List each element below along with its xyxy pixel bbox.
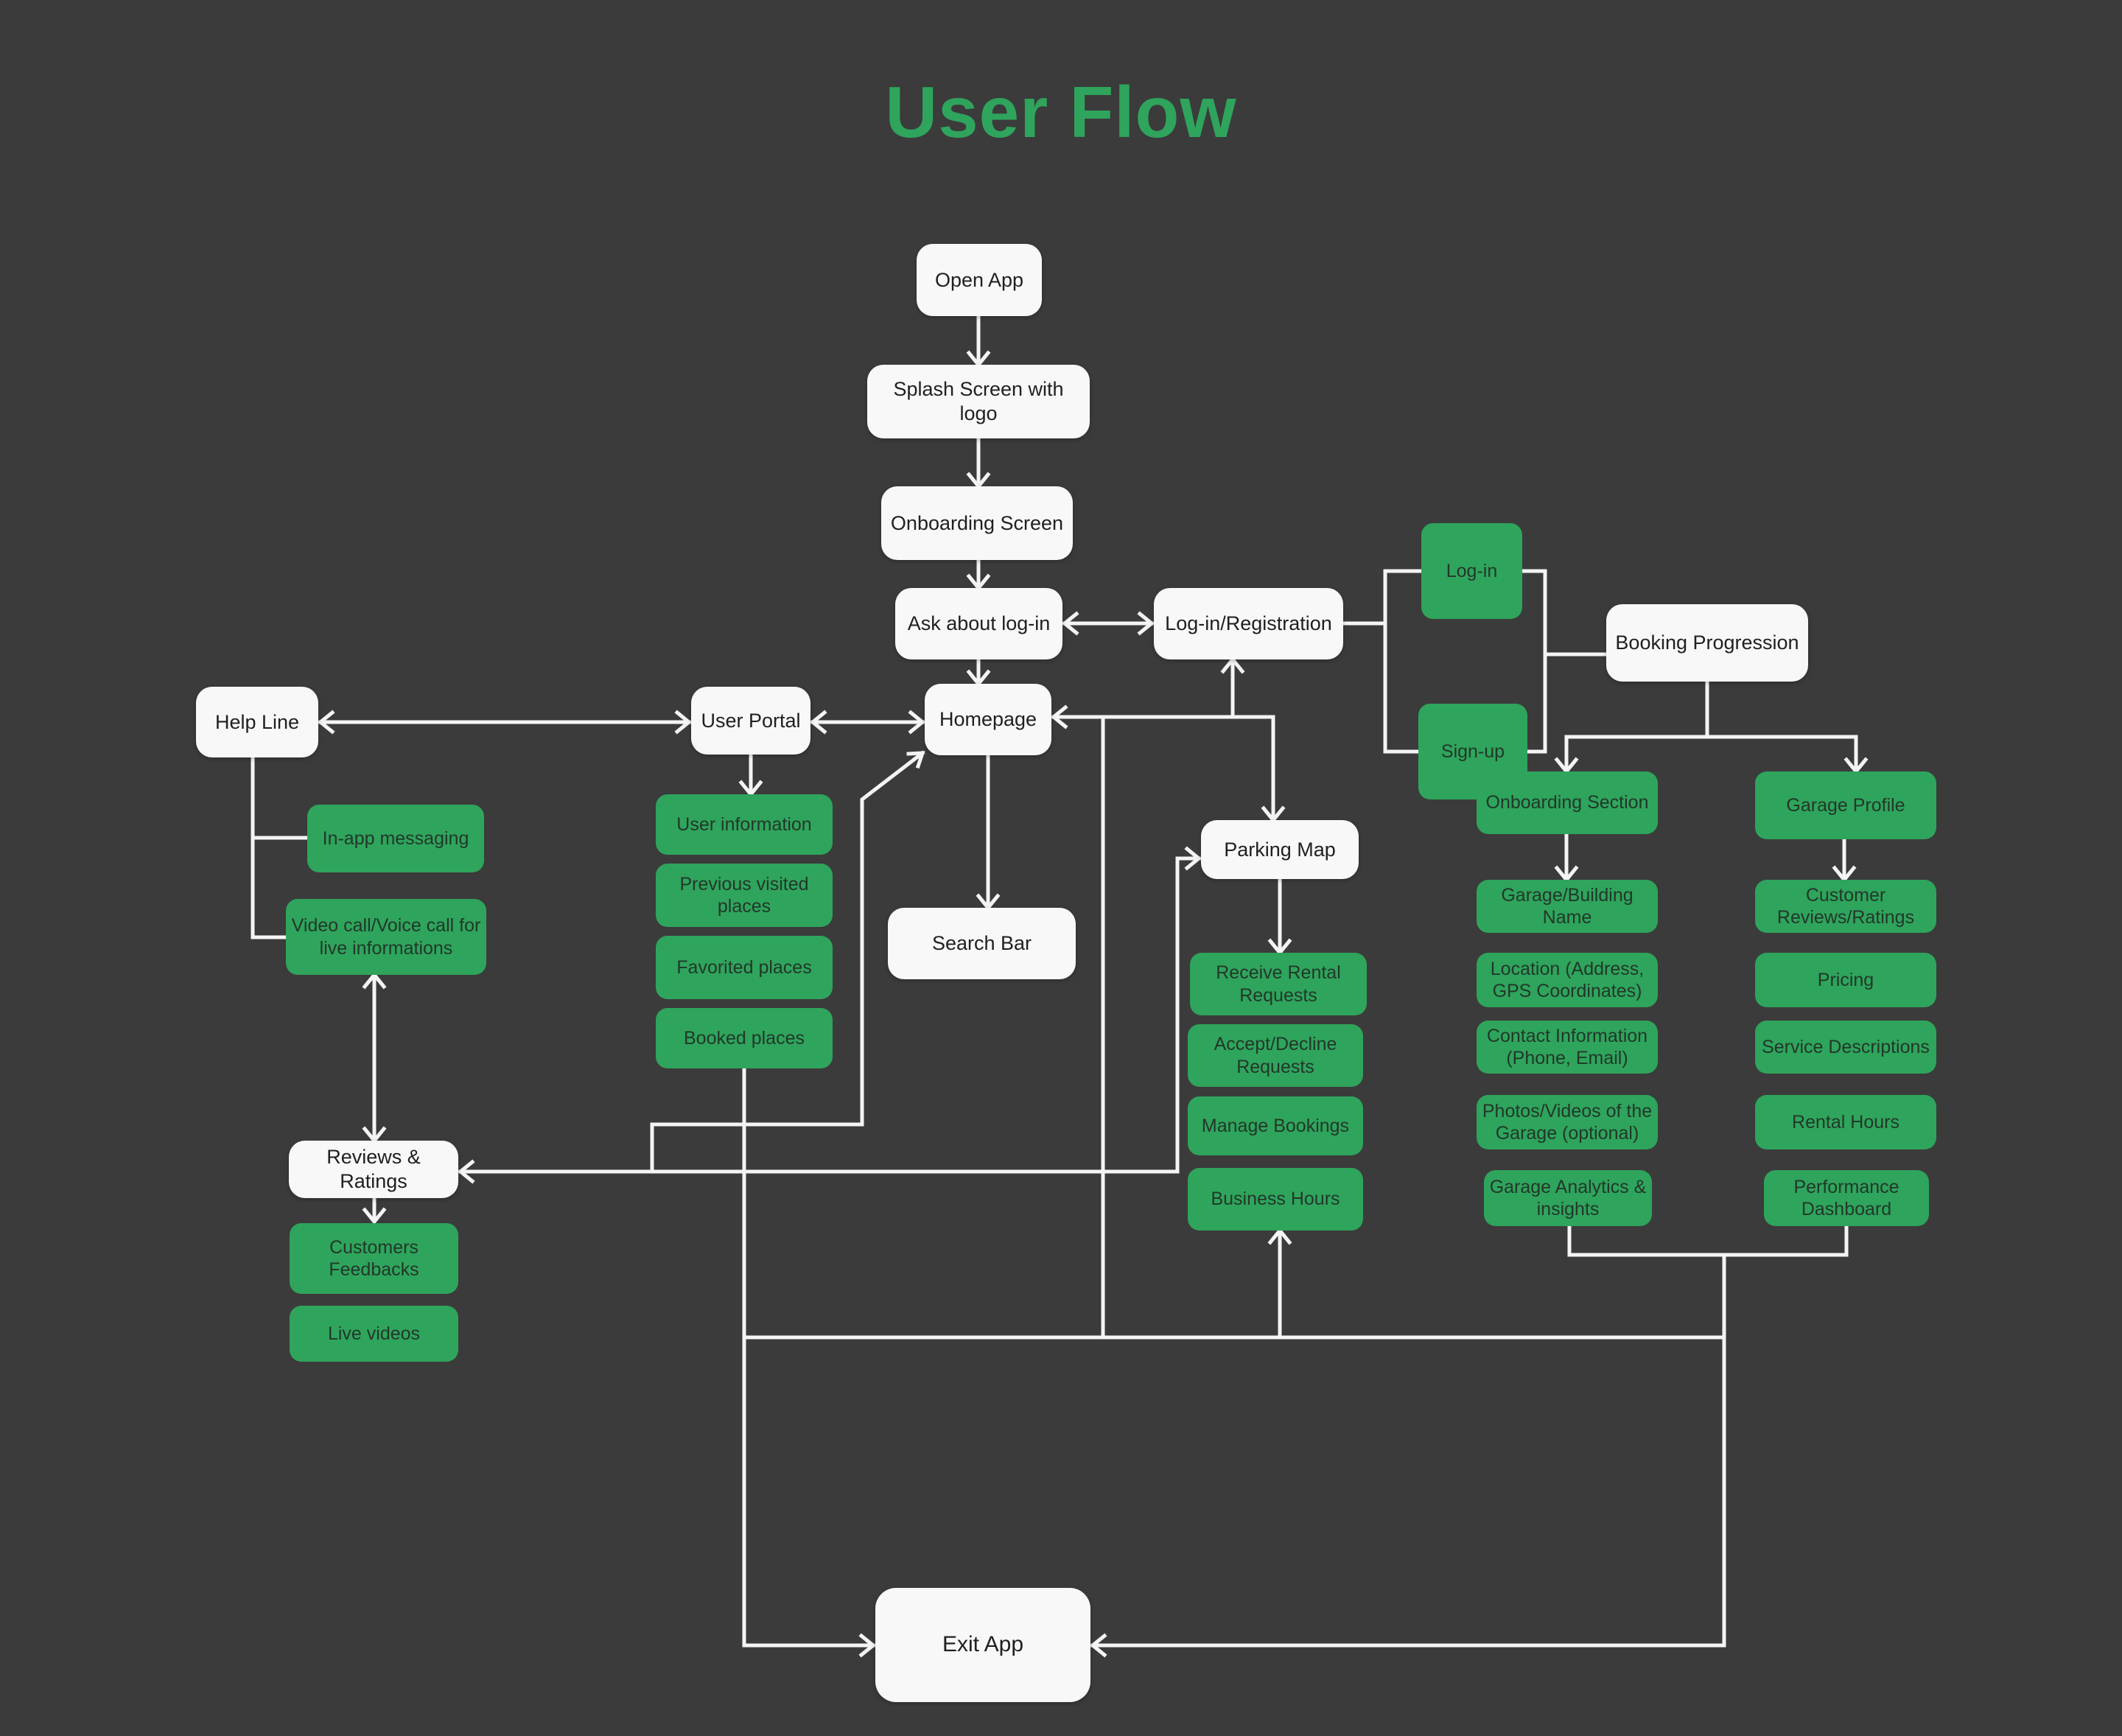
- node-reviews-ratings: Reviews & Ratings: [289, 1141, 458, 1198]
- node-customer-reviews-ratings: Customer Reviews/Ratings: [1755, 880, 1936, 933]
- node-contact-information: Contact Information (Phone, Email): [1477, 1021, 1658, 1074]
- node-user-portal: User Portal: [691, 687, 810, 755]
- node-location: Location (Address, GPS Coordinates): [1477, 953, 1658, 1007]
- node-garage-analytics: Garage Analytics & insights: [1484, 1170, 1652, 1226]
- node-exit-app: Exit App: [875, 1588, 1090, 1702]
- node-live-videos: Live videos: [290, 1306, 458, 1362]
- node-ask-about-login: Ask about log-in: [895, 588, 1062, 659]
- node-accept-decline-requests: Accept/Decline Requests: [1188, 1024, 1363, 1087]
- node-search-bar: Search Bar: [888, 908, 1076, 979]
- node-video-voice-call: Video call/Voice call for live informati…: [286, 899, 486, 975]
- node-homepage: Homepage: [925, 684, 1051, 755]
- node-favorited-places: Favorited places: [656, 936, 833, 999]
- node-open-app: Open App: [917, 244, 1042, 316]
- node-rental-hours: Rental Hours: [1755, 1095, 1936, 1149]
- node-booking-progression: Booking Progression: [1606, 604, 1808, 682]
- page-title: User Flow: [885, 71, 1237, 153]
- node-receive-rental-requests: Receive Rental Requests: [1190, 953, 1367, 1015]
- node-user-information: User information: [656, 794, 833, 855]
- node-business-hours: Business Hours: [1188, 1168, 1363, 1231]
- node-onboarding-screen: Onboarding Screen: [881, 486, 1073, 560]
- node-performance-dashboard: Performance Dashboard: [1764, 1170, 1929, 1226]
- node-previous-visited-places: Previous visited places: [656, 864, 833, 927]
- node-splash-screen: Splash Screen with logo: [867, 365, 1090, 438]
- node-parking-map: Parking Map: [1201, 820, 1359, 879]
- node-photos-videos: Photos/Videos of the Garage (optional): [1477, 1095, 1658, 1149]
- node-garage-profile: Garage Profile: [1755, 771, 1936, 839]
- node-login: Log-in: [1421, 523, 1522, 619]
- node-in-app-messaging: In-app messaging: [307, 805, 484, 872]
- node-service-descriptions: Service Descriptions: [1755, 1021, 1936, 1074]
- node-pricing: Pricing: [1755, 953, 1936, 1007]
- node-garage-building-name: Garage/Building Name: [1477, 880, 1658, 933]
- node-customers-feedbacks: Customers Feedbacks: [290, 1223, 458, 1294]
- node-help-line: Help Line: [196, 687, 318, 757]
- node-booked-places: Booked places: [656, 1008, 833, 1068]
- node-manage-bookings: Manage Bookings: [1188, 1096, 1363, 1155]
- node-login-registration: Log-in/Registration: [1154, 588, 1343, 659]
- node-onboarding-section: Onboarding Section: [1477, 771, 1658, 834]
